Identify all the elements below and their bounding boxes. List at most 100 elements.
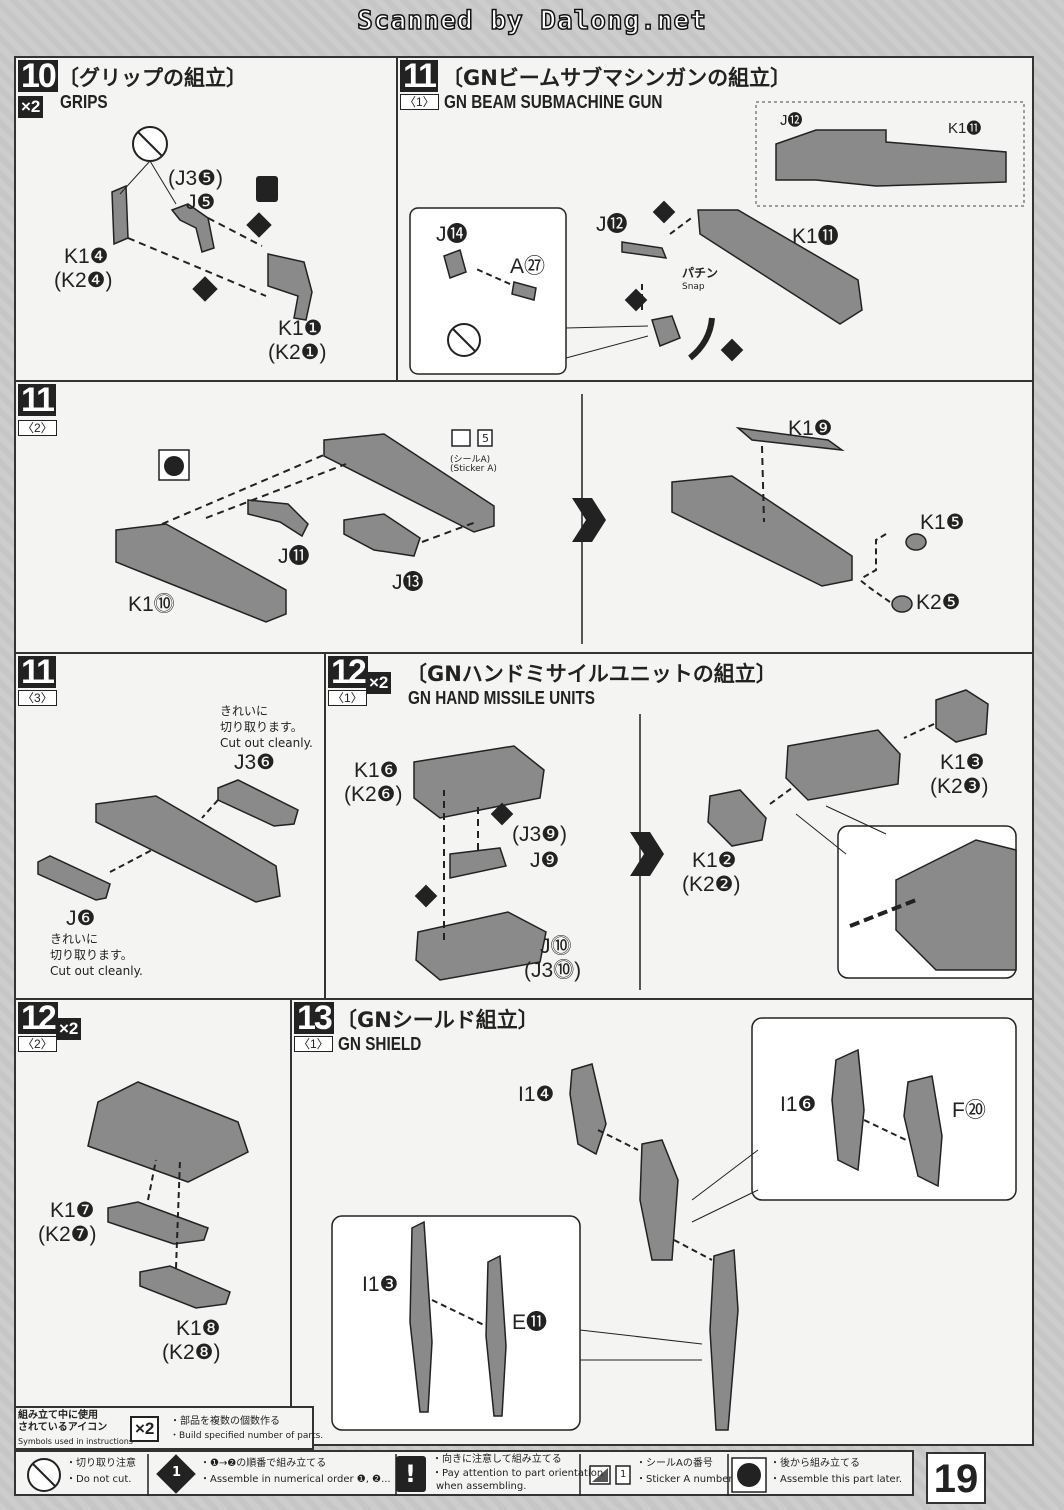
shield-core bbox=[639, 1139, 679, 1261]
attention-icon bbox=[396, 1456, 426, 1492]
legend-heading-en: Symbols used in instructions bbox=[18, 1437, 133, 1446]
cut-note-jp: 切り取ります。 bbox=[220, 720, 303, 734]
step-number: 11 bbox=[18, 383, 56, 417]
cut-note-jp: きれいに bbox=[50, 932, 99, 946]
missile-body bbox=[785, 729, 901, 801]
assembled-body bbox=[671, 475, 853, 587]
legend-later-jp: ・後から組み立てる bbox=[770, 1458, 860, 1469]
part-k1-11 bbox=[697, 209, 863, 325]
part-label: (J3❺) bbox=[168, 167, 223, 190]
step-12-2-panel: 12 〈2〉 ×2 K1❼ (K2❼) K1❽ (K2❽) bbox=[14, 998, 292, 1408]
part-label: (K2❷) bbox=[682, 873, 741, 896]
legend-heading-jp: 組み立て中に使用 bbox=[18, 1410, 98, 1421]
part-j5 bbox=[170, 203, 215, 253]
order-icon-number: 1 bbox=[172, 1465, 182, 1480]
shield-lower bbox=[709, 1249, 739, 1431]
part-label: I1❹ bbox=[518, 1083, 555, 1106]
part-label: J⓬ bbox=[780, 112, 803, 129]
part-label: (J3⓾) bbox=[524, 959, 582, 982]
part-k1-10 bbox=[115, 523, 287, 623]
missile-base-diagram bbox=[87, 1081, 249, 1309]
shield-diagram bbox=[331, 1017, 1017, 1431]
legend-icons bbox=[27, 1454, 767, 1496]
multiplier-badge: ×2 bbox=[366, 672, 392, 694]
part-label: I1❸ bbox=[362, 1273, 399, 1296]
part-label: (K2❶) bbox=[268, 341, 327, 364]
part-j11 bbox=[247, 499, 309, 538]
legend-multiplier-jp: ・部品を複数の個数作る bbox=[170, 1416, 280, 1427]
legend-nocut-jp: ・切り取り注意 bbox=[66, 1458, 136, 1469]
upper-body bbox=[323, 433, 495, 533]
multiplier-icon: ×2 bbox=[130, 1416, 160, 1442]
part-label: (J3❾) bbox=[512, 823, 567, 846]
multiplier-badge: ×2 bbox=[18, 96, 44, 118]
part-j12 bbox=[621, 241, 668, 259]
sub-step: 〈1〉 bbox=[328, 690, 367, 706]
part-label: K1⓾ bbox=[128, 593, 175, 616]
part-j6 bbox=[37, 855, 111, 901]
part-label: J3❻ bbox=[234, 751, 276, 774]
part-k1-7 bbox=[107, 1201, 209, 1245]
legend-order-jp: ・❶→❷の順番で組み立てる bbox=[200, 1458, 327, 1469]
part-k1-5 bbox=[905, 533, 927, 551]
part-k1-6 bbox=[413, 745, 545, 819]
cut-note-en: Cut out cleanly. bbox=[220, 736, 313, 750]
missile-unit bbox=[87, 1081, 249, 1183]
step-title-jp: 〔GNビームサブマシンガンの組立〕 bbox=[442, 66, 792, 90]
legend-heading-jp: されているアイコン bbox=[18, 1422, 108, 1433]
part-label: K1⓫ bbox=[792, 225, 839, 248]
step-13-panel: 13 〈1〉 〔GNシールド組立〕 GN SHIELD I1❹ I1❻ F⑳ I… bbox=[290, 998, 1034, 1446]
sub-step: 〈3〉 bbox=[18, 690, 57, 706]
part-label: K1❹ bbox=[64, 245, 109, 268]
step-title-jp: 〔GNハンドミサイルユニットの組立〕 bbox=[406, 662, 777, 686]
part-label: K1❽ bbox=[176, 1317, 221, 1340]
part-label: (K2❸) bbox=[930, 775, 989, 798]
step-12-1-panel: 12 〈1〉 ×2 〔GNハンドミサイルユニットの組立〕 GN HAND MIS… bbox=[324, 652, 1034, 1000]
attention-icon bbox=[256, 176, 278, 202]
missile-unit-diagram bbox=[413, 689, 1017, 990]
symbol-legend-bottom: ・切り取り注意 ・Do not cut. 1 ・❶→❷の順番で組み立てる ・As… bbox=[14, 1450, 914, 1496]
part-label: J❾ bbox=[530, 849, 560, 872]
part-e11 bbox=[485, 1254, 507, 1417]
part-k1-8 bbox=[139, 1265, 231, 1309]
part-k1-2 bbox=[707, 789, 767, 847]
sub-step: 〈2〉 bbox=[18, 420, 57, 436]
part-label: K1❷ bbox=[692, 849, 737, 872]
step-number: 10 bbox=[18, 59, 58, 93]
cut-note-en: Cut out cleanly. bbox=[50, 964, 143, 978]
step-title-en: GN BEAM SUBMACHINE GUN bbox=[444, 92, 663, 112]
part-label: A㉗ bbox=[510, 255, 546, 278]
step-title-en: GN HAND MISSILE UNITS bbox=[408, 688, 596, 708]
legend-attn-en: when assembling. bbox=[436, 1481, 527, 1492]
part-label: F⑳ bbox=[952, 1099, 986, 1122]
scan-credit: Scanned by Dalong.net bbox=[356, 5, 707, 37]
legend-multiplier-en: ・Build specified number of parts. bbox=[170, 1431, 324, 1441]
step-10-panel: 10 ×2 〔グリップの組立〕 GRIPS (J3❺) J❺ K1❹ (K2❹)… bbox=[14, 56, 398, 382]
part-j10 bbox=[415, 911, 547, 981]
sticker-number: 5 bbox=[482, 432, 489, 445]
part-f20 bbox=[903, 1075, 943, 1188]
part-k1-9 bbox=[735, 426, 845, 452]
part-label: J❻ bbox=[66, 907, 96, 930]
gun-body bbox=[95, 795, 281, 903]
sticker-label-jp: (シールA) bbox=[450, 455, 491, 465]
part-j13 bbox=[343, 513, 421, 557]
legend-attn-jp: ・向きに注意して組み立てる bbox=[432, 1454, 562, 1465]
part-i1-6 bbox=[831, 1048, 865, 1172]
part-label: J⓾ bbox=[540, 935, 572, 958]
legend-attn-en: ・Pay attention to part orientation bbox=[432, 1468, 604, 1479]
sub-step: 〈1〉 bbox=[400, 94, 439, 110]
barrel-diagram bbox=[37, 779, 299, 903]
step-title-en: GN SHIELD bbox=[338, 1034, 422, 1054]
missile-detail bbox=[895, 839, 1017, 971]
cut-note-jp: 切り取ります。 bbox=[50, 948, 133, 962]
part-label: (K2❽) bbox=[162, 1341, 221, 1364]
step-number: 11 bbox=[400, 59, 438, 93]
symbol-legend-top: 組み立て中に使用 されているアイコン Symbols used in instr… bbox=[14, 1406, 323, 1450]
part-k2-5 bbox=[891, 595, 913, 613]
part-label: (K2❻) bbox=[344, 783, 403, 806]
snap-label-jp: パチン bbox=[682, 266, 719, 280]
part-label: K2❺ bbox=[916, 591, 961, 614]
legend-order-en: ・Assemble in numerical order ❶, ❷... bbox=[200, 1474, 391, 1485]
